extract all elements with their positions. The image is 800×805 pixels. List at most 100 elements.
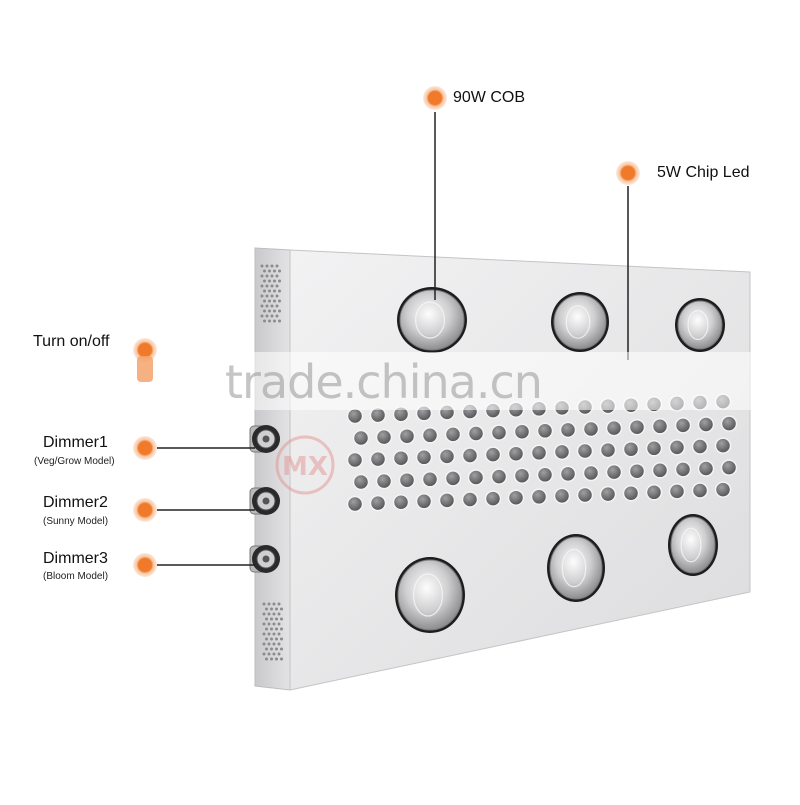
vent-hole: [262, 602, 266, 606]
logo-text: MX: [282, 452, 328, 482]
chip-led: [691, 438, 709, 455]
vent-hole: [280, 637, 283, 641]
vent-hole: [272, 602, 276, 606]
chip-led: [668, 483, 686, 500]
vent-hole: [262, 652, 266, 656]
chip-led: [346, 495, 364, 513]
vent-hole: [263, 279, 266, 283]
chip-led: [651, 462, 669, 479]
chip-led: [369, 450, 387, 468]
chip-led: [369, 494, 387, 512]
chip-led: [720, 459, 738, 476]
chip-led: [507, 489, 525, 506]
connector-pin: [262, 435, 270, 443]
vent-hole: [267, 602, 271, 606]
chip-led: [398, 471, 416, 489]
chip-led: [599, 485, 617, 503]
vent-hole: [270, 274, 274, 278]
vent-hole: [270, 647, 273, 651]
chip-led: [628, 418, 646, 436]
orange-dot-icon: [133, 338, 157, 362]
vent-hole: [280, 647, 283, 651]
vent-hole: [278, 269, 281, 273]
chip-led: [507, 445, 525, 462]
vent-hole: [270, 304, 274, 308]
chip-led: [346, 407, 364, 425]
vent-hole: [277, 622, 281, 626]
vent-hole: [260, 274, 264, 278]
vent-hole: [278, 309, 281, 313]
vent-hole: [263, 299, 266, 303]
vent-hole: [270, 637, 273, 641]
vent-hole: [272, 642, 276, 646]
chip-led: [559, 421, 577, 439]
vent-hole: [273, 279, 276, 283]
chip-led: [582, 420, 600, 438]
vent-hole: [263, 289, 266, 293]
chip-led: [467, 469, 485, 486]
vent-hole: [272, 632, 276, 636]
vent-hole: [272, 612, 276, 616]
lens-highlight: [565, 305, 591, 339]
vent-hole: [272, 652, 276, 656]
lens-highlight: [687, 310, 709, 341]
chip-led: [392, 493, 410, 511]
chip-led: [513, 467, 531, 484]
lens-highlight: [413, 573, 444, 617]
chip-led: [622, 440, 640, 458]
chip-led: [582, 464, 600, 482]
vent-grille-icon: [260, 264, 281, 323]
dimmer3-label: Dimmer3: [43, 550, 108, 567]
orange-dot-icon: [616, 161, 640, 185]
lens-highlight: [561, 548, 587, 588]
dimmer1-sublabel: (Veg/Grow Model): [34, 456, 115, 467]
chip-led: [415, 449, 433, 466]
dimmer2-sublabel: (Sunny Model): [43, 516, 109, 527]
connector-group: [249, 425, 280, 573]
watermark-text: trade.china.cn: [225, 355, 543, 409]
vent-hole: [278, 289, 281, 293]
chip-led: [392, 449, 410, 467]
dimmer1-label: Dimmer1: [43, 434, 108, 451]
chip-led: [559, 465, 577, 483]
connector-pin: [262, 497, 270, 505]
vent-hole: [278, 279, 281, 283]
chip-led: [576, 486, 594, 504]
chip-led: [645, 484, 663, 501]
lens-icon: [670, 516, 716, 574]
vent-hole: [265, 264, 269, 268]
chip-led: [346, 451, 364, 469]
vent-hole: [275, 294, 279, 298]
vent-hole: [267, 622, 271, 626]
lens-icon: [553, 294, 607, 350]
vent-hole: [272, 622, 276, 626]
chip-led: [605, 419, 623, 437]
vent-hole: [275, 314, 279, 318]
chip-led-label: 5W Chip Led: [657, 164, 750, 181]
chip-led: [467, 425, 485, 442]
vent-grille-icon: [262, 602, 283, 661]
watermark-band: [220, 352, 800, 410]
chip-led: [421, 471, 439, 488]
chip-led: [697, 460, 715, 477]
vent-hole: [275, 627, 278, 631]
vent-hole: [277, 632, 281, 636]
chip-led: [553, 487, 571, 505]
vent-hole: [263, 269, 266, 273]
vent-hole: [270, 617, 273, 621]
vent-hole: [265, 284, 269, 288]
vent-hole: [268, 289, 271, 293]
chip-led: [576, 442, 594, 460]
chip-led: [444, 470, 462, 487]
chip-led: [461, 447, 479, 464]
cob-label: 90W COB: [453, 89, 526, 106]
logo-watermark: MX: [275, 435, 335, 495]
vent-hole: [280, 607, 283, 611]
vent-hole: [273, 269, 276, 273]
vent-hole: [260, 284, 264, 288]
vent-hole: [268, 279, 271, 283]
lens-highlight: [680, 527, 702, 563]
dimmer3-sublabel: (Bloom Model): [43, 571, 109, 582]
vent-hole: [273, 309, 276, 313]
